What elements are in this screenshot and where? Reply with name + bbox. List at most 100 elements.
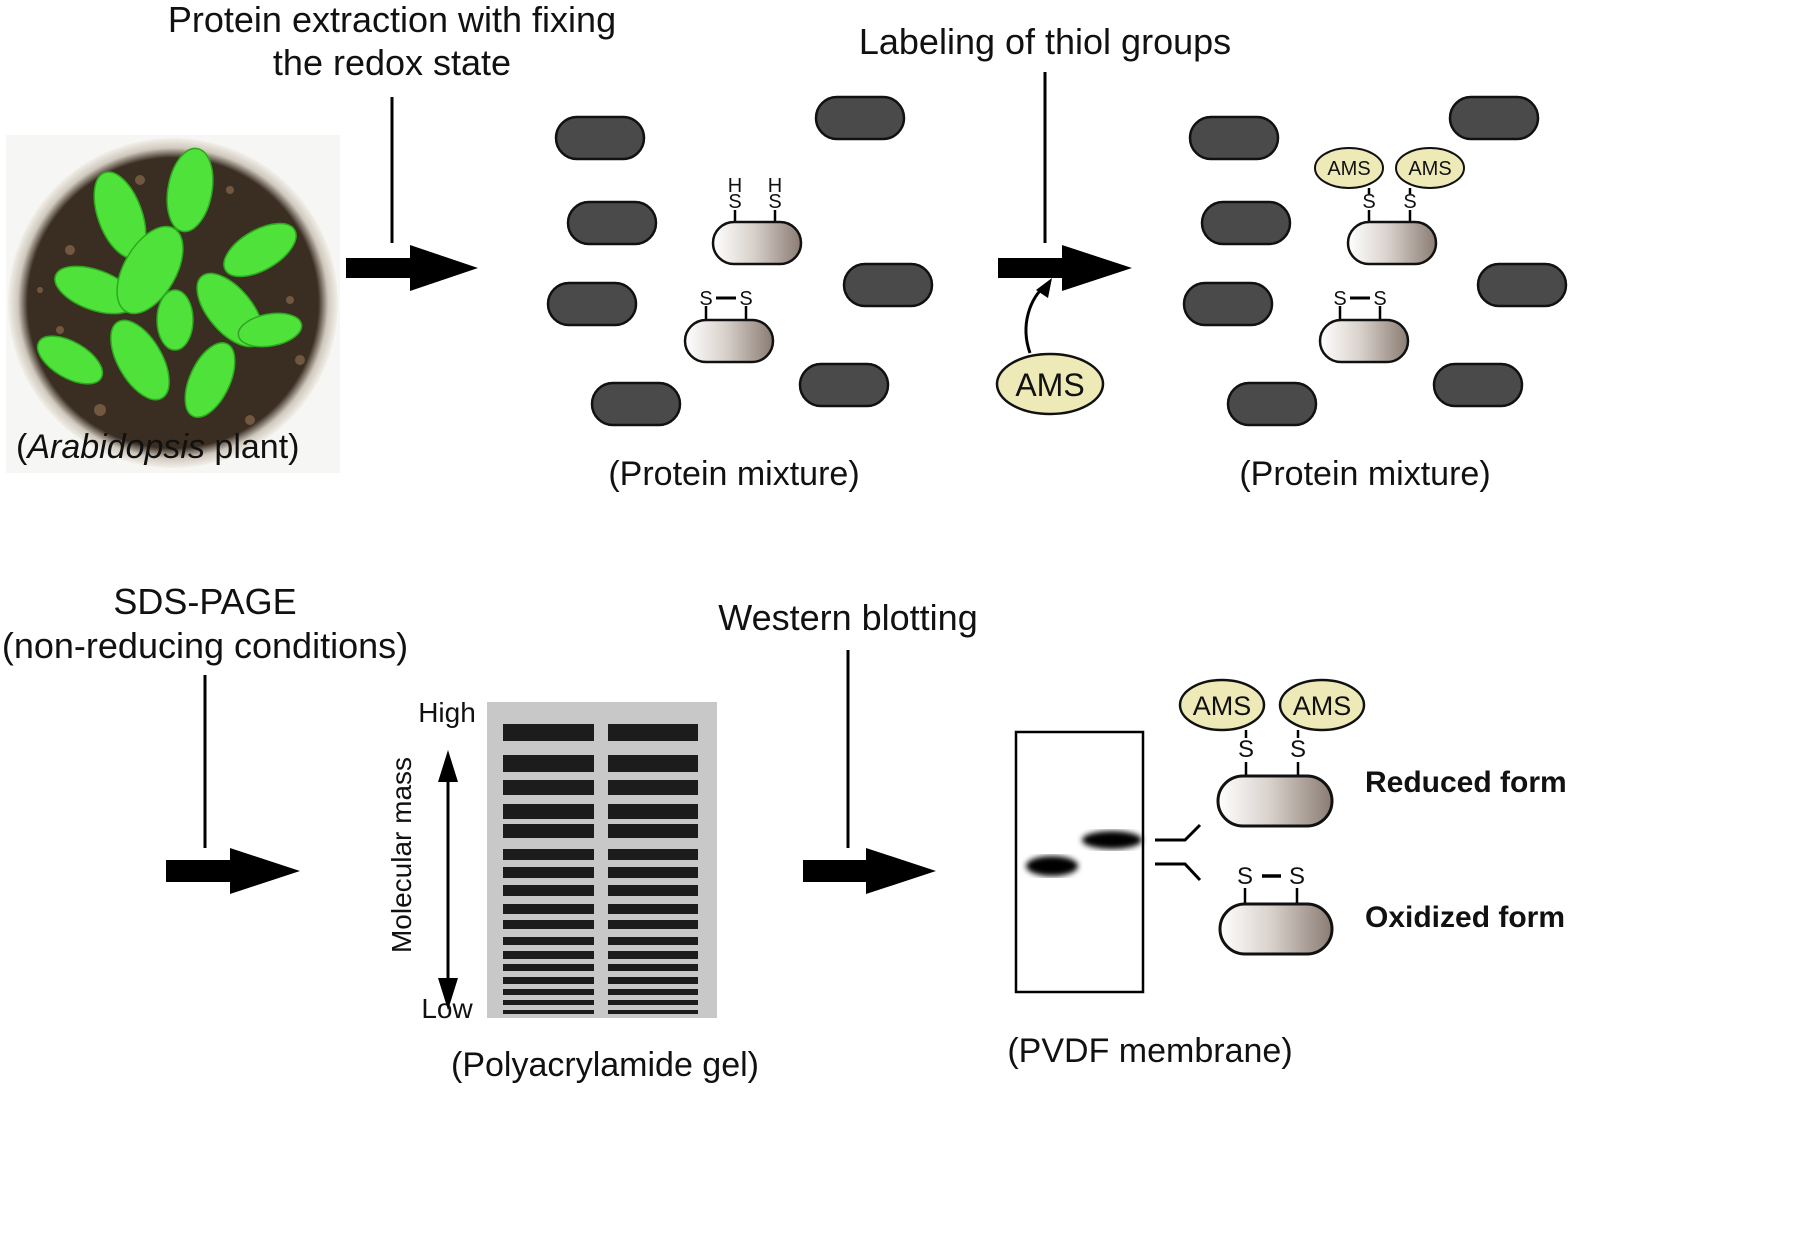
protein-mixture-1: H H S S S S — [546, 95, 934, 427]
ams-tag-label: AMS — [1408, 158, 1451, 180]
protein-mixture-1-caption: (Protein mixture) — [608, 455, 859, 493]
gel-band — [608, 904, 698, 914]
sulfur-atom: S — [768, 191, 781, 213]
sulfur-atom: S — [1373, 288, 1386, 310]
sulfur-atom: S — [1290, 736, 1306, 763]
gel-axis-high-label: High — [418, 697, 476, 728]
protein-mixture-2: AMS AMS S S S S — [1182, 95, 1568, 427]
gel-band — [608, 849, 698, 860]
step-sds-page-label-line1: SDS-PAGE — [113, 581, 296, 622]
protein-dark — [1188, 115, 1280, 161]
ams-reagent: AMS — [995, 352, 1105, 416]
protein-dark — [1432, 362, 1524, 408]
protein-dark — [1226, 381, 1318, 427]
gel-band — [608, 989, 698, 995]
molecular-mass-axis-label: Molecular mass — [386, 757, 417, 953]
gel-band — [503, 849, 594, 860]
sulfur-atom: S — [1289, 863, 1305, 890]
gel-band — [608, 1000, 698, 1005]
protein-dark — [566, 200, 658, 246]
oxidized-form-label: Oxidized form — [1365, 901, 1565, 934]
protein-dark — [1200, 200, 1292, 246]
ams-tag-label: AMS — [1193, 691, 1252, 721]
gel-band — [503, 964, 594, 971]
gel-band — [608, 937, 698, 945]
gel-band — [503, 920, 594, 929]
gel-band — [503, 724, 594, 741]
protein-dark — [554, 115, 646, 161]
sulfur-atom: S — [739, 288, 752, 310]
reduced-form-diagram: AMS AMS S S — [1178, 678, 1366, 828]
gel-band — [608, 920, 698, 929]
gel-band — [608, 724, 698, 741]
protein-mixture-2-caption: (Protein mixture) — [1239, 455, 1490, 493]
gel-band — [503, 904, 594, 914]
protein-dark — [1448, 95, 1540, 141]
step-sds-page-arrow — [166, 675, 300, 894]
gel-band — [503, 937, 594, 945]
sulfur-atom: S — [1237, 863, 1253, 890]
sulfur-atom: S — [699, 288, 712, 310]
ams-tag-label: AMS — [1293, 691, 1352, 721]
gel-band — [503, 780, 594, 795]
band-connectors — [1155, 823, 1202, 882]
gel-band — [503, 1010, 594, 1014]
gel-band — [608, 867, 698, 878]
gel-band — [503, 867, 594, 878]
step-extraction-arrow — [346, 97, 478, 291]
gel-band — [608, 755, 698, 772]
oxidized-protein: S S — [683, 288, 775, 364]
gel-band — [608, 824, 698, 838]
gel-band — [503, 885, 594, 896]
gel-band — [503, 951, 594, 959]
gel-band — [503, 1000, 594, 1005]
sulfur-atom: S — [728, 191, 741, 213]
protein-dark — [546, 281, 638, 327]
sulfur-atom: S — [1333, 288, 1346, 310]
protein-dark — [1476, 262, 1568, 308]
step-labeling-label: Labeling of thiol groups — [859, 21, 1231, 62]
protein-dark — [842, 262, 934, 308]
protein-dark — [798, 362, 890, 408]
gel-band — [608, 804, 698, 819]
polyacrylamide-gel — [487, 702, 717, 1018]
step-sds-page-label-line2: (non-reducing conditions) — [2, 625, 408, 666]
step-western-label: Western blotting — [718, 597, 977, 638]
gel-band — [503, 824, 594, 838]
gel-band — [608, 977, 698, 984]
gel-band — [503, 977, 594, 984]
western-band-oxidized — [1026, 856, 1078, 876]
step-western-arrow — [803, 650, 936, 894]
arabidopsis-plant-image — [6, 135, 340, 473]
step-extraction-label-line2: the redox state — [273, 42, 511, 83]
oxidized-form-diagram: S S — [1218, 863, 1334, 956]
membrane-caption: (PVDF membrane) — [1007, 1032, 1292, 1070]
protein-dark — [1182, 281, 1274, 327]
sulfur-atom: S — [1362, 191, 1375, 213]
ams-tag-label: AMS — [1327, 158, 1370, 180]
hydrogen-atom: H — [728, 175, 742, 197]
plant-caption: (Arabidopsis plant) — [16, 428, 299, 466]
gel-band — [608, 1010, 698, 1014]
gel-band — [608, 951, 698, 959]
gel-band — [608, 780, 698, 795]
molecular-mass-axis-arrow — [438, 750, 458, 1010]
gel-band — [608, 964, 698, 971]
oxidized-protein: S S — [1318, 288, 1410, 364]
gel-caption: (Polyacrylamide gel) — [451, 1046, 759, 1084]
reduced-protein: H H S S — [711, 175, 803, 266]
ams-labeled-protein: AMS AMS S S — [1314, 147, 1465, 266]
gel-band — [503, 989, 594, 995]
ams-reagent-label: AMS — [1015, 367, 1084, 403]
protein-dark — [590, 381, 682, 427]
gel-band — [503, 804, 594, 819]
western-band-reduced — [1082, 831, 1142, 849]
gel-band — [503, 755, 594, 772]
step-extraction-label-line1: Protein extraction with fixing — [168, 0, 616, 40]
pvdf-membrane — [1014, 730, 1145, 994]
step-labeling-arrow — [998, 72, 1132, 354]
reduced-form-label: Reduced form — [1365, 766, 1567, 799]
protein-dark — [814, 95, 906, 141]
sulfur-atom: S — [1238, 736, 1254, 763]
